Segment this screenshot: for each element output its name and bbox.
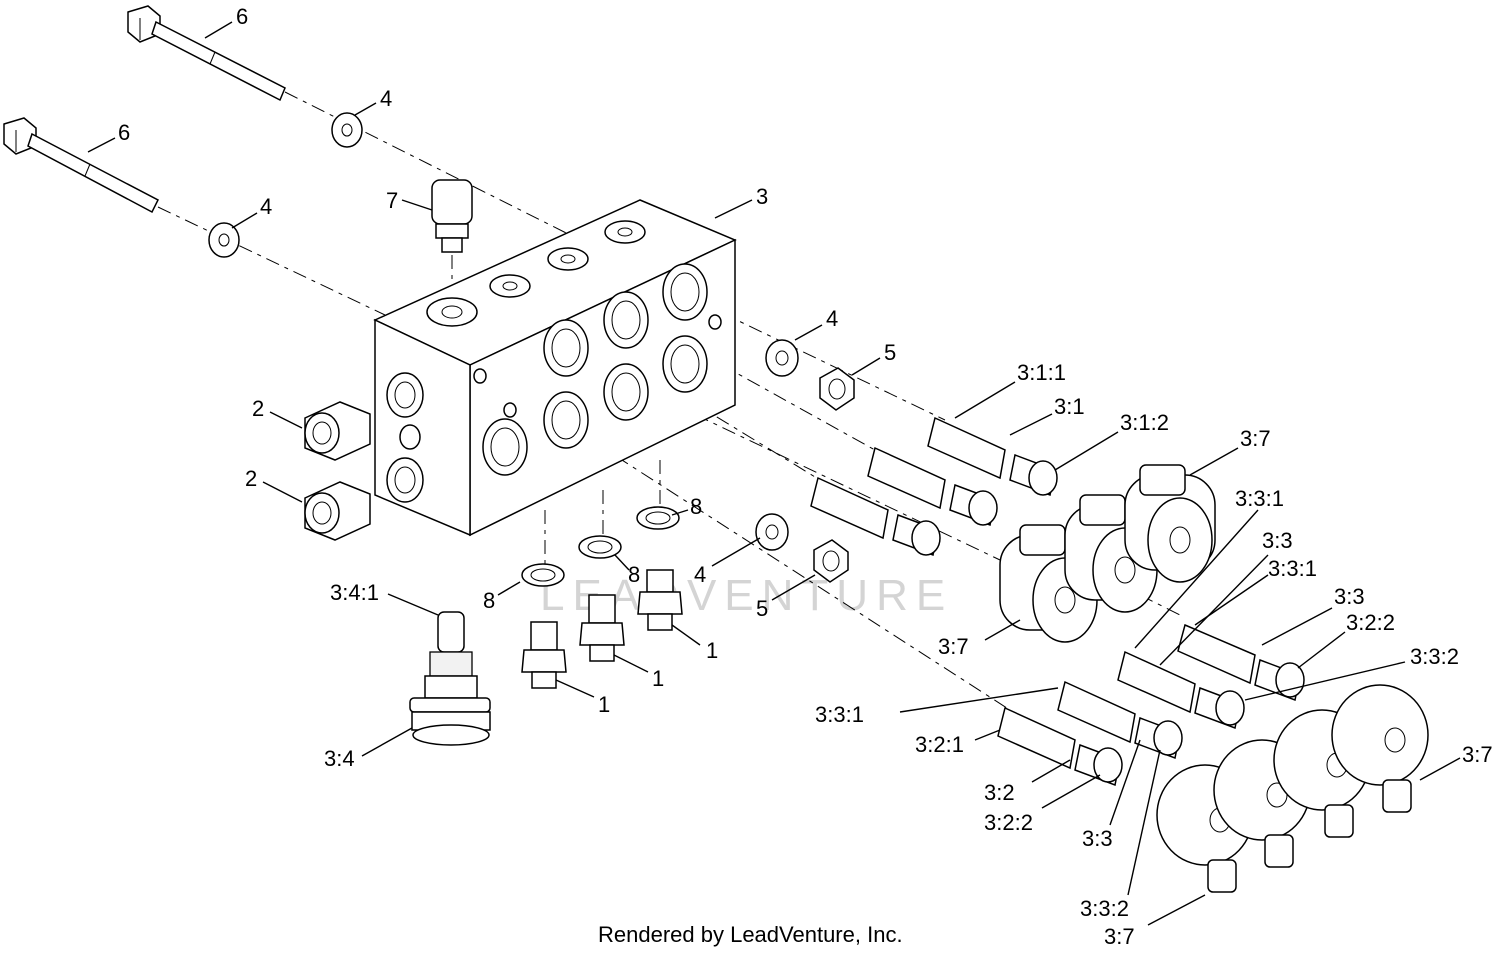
callout-3-3-1: 3:3:1: [815, 702, 864, 727]
nut-upper: [819, 367, 855, 411]
callout-4: 4: [826, 306, 838, 331]
callout-3-3: 3:3: [1082, 826, 1113, 851]
callout-3-3-2: 3:3:2: [1410, 644, 1459, 669]
callout-1: 1: [706, 638, 718, 663]
callout-8: 8: [483, 588, 495, 613]
callout-4: 4: [380, 86, 392, 111]
callout-3-2-2: 3:2:2: [1346, 610, 1395, 635]
plug-7: [431, 179, 473, 253]
oring-8-mid: [578, 535, 622, 559]
callout-2: 2: [245, 466, 257, 491]
nut-lower: [813, 539, 849, 583]
callout-3-1-1: 3:1:1: [1017, 360, 1066, 385]
cartridge-valve-b: [810, 476, 941, 557]
callout-3-2-2: 3:2:2: [984, 810, 1033, 835]
callout-3-3: 3:3: [1262, 528, 1293, 553]
fitting-2-upper: [304, 401, 371, 461]
washer-bottom: [755, 513, 789, 551]
callout-3-1: 3:1: [1054, 394, 1085, 419]
callout-4: 4: [260, 194, 272, 219]
callout-3-2: 3:2: [984, 780, 1015, 805]
coil-lower-4: [1331, 684, 1429, 813]
cartridge-valve-3-3-mid: [1117, 650, 1245, 730]
fitting-1-left: [521, 621, 567, 689]
fitting-1-right: [637, 569, 683, 631]
callout-3-4: 3:4: [324, 746, 355, 771]
callout-3-4-1: 3:4:1: [330, 580, 379, 605]
callout-2: 2: [252, 396, 264, 421]
callout-3: 3: [756, 184, 768, 209]
cartridge-valve-3-2: [997, 706, 1123, 787]
callout-7: 7: [386, 188, 398, 213]
coil-upper-3: [1124, 464, 1216, 583]
callout-3-2-1: 3:2:1: [915, 732, 964, 757]
washer-upper: [331, 112, 363, 148]
leader-lines: [87, 21, 1461, 926]
washer-right: [765, 339, 799, 377]
fitting-2-lower: [304, 481, 371, 541]
callout-3-7: 3:7: [1462, 742, 1493, 767]
callout-3-3-1: 3:3:1: [1235, 486, 1284, 511]
cartridge-valve-3-3-upper: [1177, 623, 1305, 702]
footer-credit: Rendered by LeadVenture, Inc.: [598, 922, 903, 947]
fitting-1-mid: [579, 594, 625, 662]
callout-3-3-1: 3:3:1: [1268, 556, 1317, 581]
relief-valve-3-4: [409, 611, 491, 746]
callout-4: 4: [694, 562, 706, 587]
washer-lower: [208, 222, 240, 258]
cartridge-valve-3-3-lower: [1057, 680, 1183, 760]
cartridge-valve-3-1: [927, 416, 1058, 497]
callout-5: 5: [884, 340, 896, 365]
callout-1: 1: [598, 692, 610, 717]
manifold-block: [373, 199, 737, 537]
cartridge-valve-a: [867, 446, 998, 527]
callout-3-7: 3:7: [938, 634, 969, 659]
callout-8: 8: [628, 562, 640, 587]
callout-3-1-2: 3:1:2: [1120, 410, 1169, 435]
bolt-lower: [3, 117, 159, 214]
callout-8: 8: [690, 494, 702, 519]
callout-3-3-2: 3:3:2: [1080, 896, 1129, 921]
oring-8-right: [636, 506, 680, 530]
callout-5: 5: [756, 596, 768, 621]
callout-1: 1: [652, 666, 664, 691]
bolt-upper: [127, 5, 286, 102]
oring-8-left: [521, 563, 565, 587]
callout-3-7: 3:7: [1104, 924, 1135, 949]
callout-3-7: 3:7: [1240, 426, 1271, 451]
callout-6: 6: [118, 120, 130, 145]
callout-6: 6: [236, 4, 248, 29]
callout-3-3: 3:3: [1334, 584, 1365, 609]
callout-labels: 6 4 6 4 7 3 4 5 3:1:1 3:1 3:1:2 3:7 2 2 …: [118, 4, 1493, 949]
